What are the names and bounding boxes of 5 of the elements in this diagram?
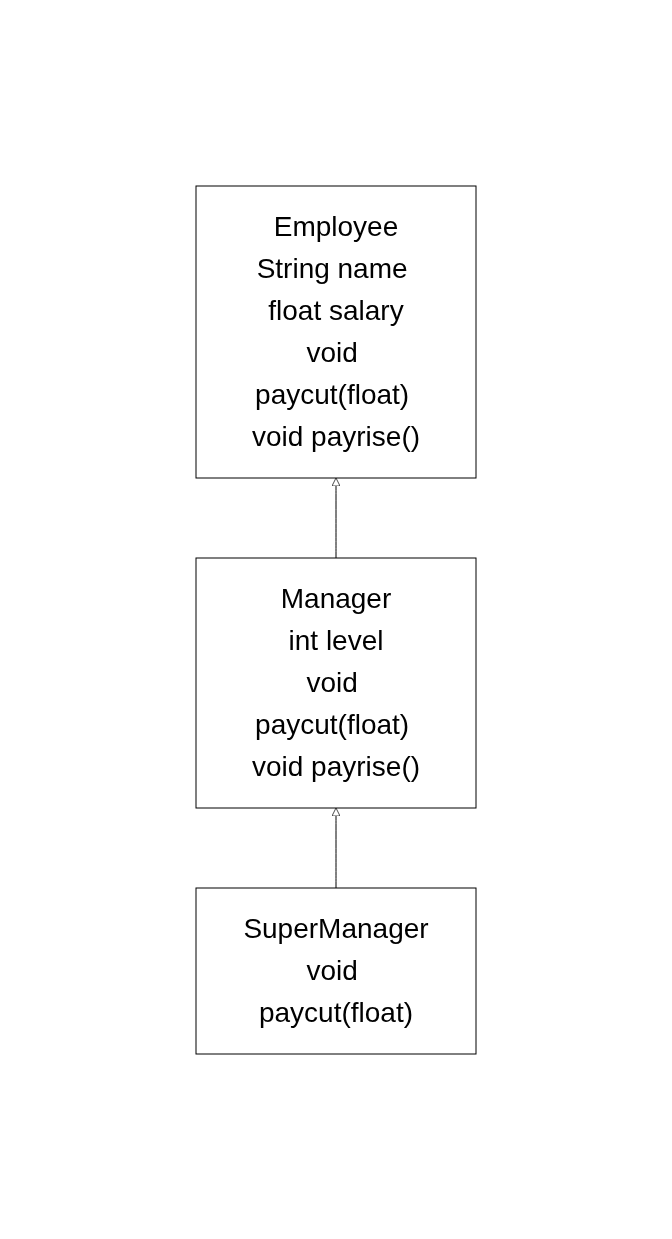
- arrow: [331, 807, 341, 888]
- arrow: [331, 477, 341, 558]
- node-box: Employee String name float salary void paycut(float) void payrise(): [195, 185, 477, 478]
- node-box: Manager int level void paycut(float) void payrise(): [195, 557, 477, 808]
- node-box: SuperManager void paycut(float): [195, 887, 477, 1054]
